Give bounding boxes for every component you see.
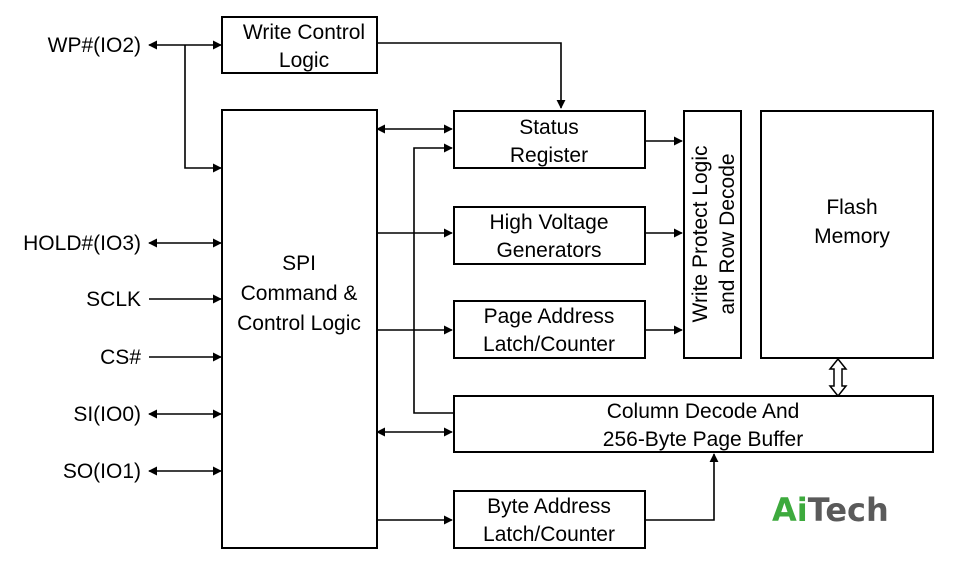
page-address-block: Page Address Latch/Counter: [453, 300, 646, 359]
flash-line-2: Memory: [814, 225, 890, 248]
write-protect-line-1: Write Protect Logic: [689, 145, 712, 322]
pin-si: SI(IO0): [73, 403, 141, 426]
spi-line-3: Control Logic: [237, 312, 361, 335]
spi-line-2: Command &: [241, 282, 358, 305]
pin-labels: WP#(IO2) HOLD#(IO3) SCLK CS# SI(IO0) SO(…: [23, 34, 141, 483]
column-decode-line-1: Column Decode And: [607, 400, 800, 423]
byte-address-block: Byte Address Latch/Counter: [453, 490, 646, 549]
flash-memory-block: Flash Memory: [760, 110, 934, 359]
wire-byte-to-column: [645, 453, 719, 521]
logo-ai: Ai: [772, 491, 808, 529]
logo-tech: Tech: [808, 491, 889, 529]
page-address-line-2: Latch/Counter: [483, 333, 615, 356]
byte-address-line-2: Latch/Counter: [483, 523, 615, 546]
spi-block: SPI Command & Control Logic: [221, 109, 378, 549]
aitech-logo: AiTech: [772, 491, 889, 529]
wires: [148, 40, 848, 525]
write-control-line-2: Logic: [279, 49, 329, 72]
wire-column-feedback: [413, 143, 454, 414]
flash-column-double-arrow: [828, 357, 848, 398]
high-voltage-block: High Voltage Generators: [453, 206, 646, 265]
status-line-1: Status: [519, 116, 579, 139]
page-address-line-1: Page Address: [484, 305, 615, 328]
column-decode-block: Column Decode And 256-Byte Page Buffer: [453, 395, 934, 453]
flash-line-1: Flash: [826, 196, 877, 219]
pin-sclk: SCLK: [86, 288, 141, 311]
byte-address-line-1: Byte Address: [487, 495, 611, 518]
wire-wp-to-spi: [184, 45, 222, 173]
column-decode-line-2: 256-Byte Page Buffer: [603, 428, 803, 451]
wire-write-control-to-status: [377, 42, 566, 109]
status-register-block: Status Register: [453, 110, 646, 169]
pin-hold: HOLD#(IO3): [23, 232, 141, 255]
write-control-block: Write Control Logic: [221, 16, 378, 74]
pin-so: SO(IO1): [63, 460, 141, 483]
write-protect-line-2: and Row Decode: [716, 153, 739, 314]
pin-wp: WP#(IO2): [48, 34, 141, 57]
write-control-line-1: Write Control: [243, 21, 365, 44]
write-protect-block: Write Protect Logic and Row Decode: [683, 110, 742, 359]
high-voltage-line-2: Generators: [496, 239, 601, 262]
status-line-2: Register: [510, 144, 588, 167]
high-voltage-line-1: High Voltage: [489, 211, 608, 234]
pin-cs: CS#: [100, 346, 141, 369]
svg-text:AiTech: AiTech: [772, 491, 889, 529]
spi-line-1: SPI: [282, 252, 316, 275]
